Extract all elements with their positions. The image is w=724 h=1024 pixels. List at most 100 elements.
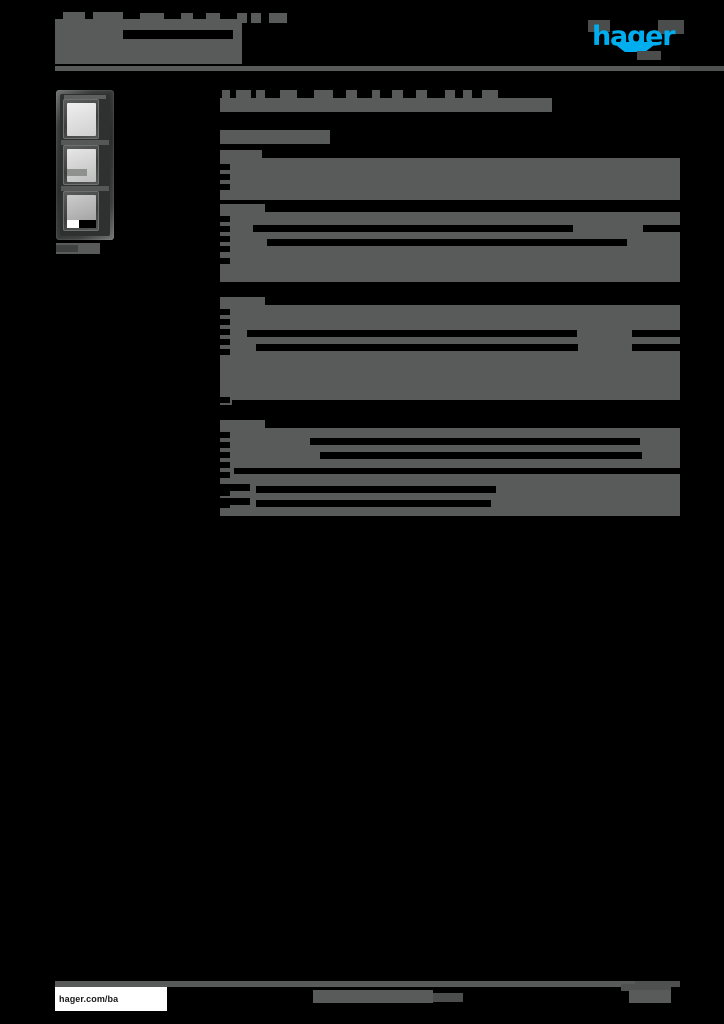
row-notch (220, 174, 230, 180)
title-word-fragment (93, 12, 123, 23)
rocker-indicator-shadow (79, 220, 96, 228)
rocker-plate (67, 149, 96, 182)
rocker-label-band (67, 169, 87, 176)
footer-url-box[interactable]: hager.com/ba (55, 987, 167, 1011)
spec-table-block (220, 212, 680, 282)
row-notch (220, 339, 230, 345)
page-footer: hager.com/ba (55, 981, 680, 1017)
block-label-tab (220, 297, 265, 306)
title-word-fragment (269, 13, 287, 23)
page-header (55, 12, 680, 72)
block-label-tab (220, 150, 262, 159)
row-value-bar (256, 500, 491, 507)
spec-table-block (220, 428, 680, 516)
title-word-fragment (237, 13, 247, 23)
block-label-tab (220, 204, 265, 213)
row-notch (220, 236, 230, 242)
row-value-bar (253, 225, 573, 232)
row-notch (220, 319, 230, 325)
heading-word-fragment (372, 90, 380, 99)
rocker-indicator-window (67, 220, 79, 228)
row-notch (220, 490, 230, 496)
heading-word-fragment (222, 90, 230, 99)
product-caption-highlight (56, 245, 78, 252)
row-divider (234, 468, 680, 474)
title-word-fragment (181, 13, 193, 23)
footer-page-label-top (621, 984, 671, 991)
spec-table-block (220, 305, 680, 405)
row-label-bar (220, 498, 250, 505)
row-notch (220, 246, 230, 252)
row-value-bar (320, 452, 642, 459)
product-image (56, 90, 114, 240)
main-content (220, 90, 680, 516)
heading-word-fragment (280, 90, 297, 99)
section-heading-text (220, 98, 552, 112)
header-divider-tail (680, 66, 724, 71)
heading-word-fragment (256, 90, 265, 99)
logo-mask-left (588, 20, 610, 32)
heading-word-fragment (445, 90, 455, 99)
row-value-bar (256, 344, 578, 351)
row-notch (220, 452, 230, 458)
heading-word-fragment (416, 90, 427, 99)
switch-gang (63, 99, 99, 139)
header-divider (55, 66, 724, 71)
logo-swoosh-icon (612, 42, 658, 52)
switch-gang (63, 191, 99, 231)
heading-word-fragment (314, 90, 333, 99)
row-notch (220, 164, 230, 170)
switch-gang (63, 145, 99, 185)
frame-separator (61, 140, 109, 145)
page-subtitle (123, 30, 233, 39)
row-notch (220, 397, 230, 403)
row-notch (220, 442, 230, 448)
rocker-plate (67, 195, 96, 228)
footer-center-text-tail (433, 993, 463, 1002)
row-notch (220, 226, 230, 232)
row-notch (220, 184, 230, 190)
row-notch (220, 216, 230, 222)
row-value-bar (310, 438, 640, 445)
frame-separator (61, 186, 109, 191)
title-word-fragment (251, 13, 261, 23)
row-value-bar (267, 239, 627, 246)
row-notch (220, 309, 230, 315)
spec-table-block (220, 158, 680, 200)
heading-word-fragment (463, 90, 472, 99)
hager-logo: hager (588, 20, 684, 60)
row-unit-bar (632, 330, 680, 337)
footer-center-text (313, 990, 433, 1003)
footer-page-label (629, 990, 671, 1003)
title-word-fragment (140, 13, 164, 23)
block-label-tab (220, 420, 265, 429)
rocker-plate (67, 103, 96, 136)
title-word-fragment (206, 13, 220, 23)
footer-url-link[interactable]: hager.com/ba (59, 994, 119, 1004)
title-word-fragment (63, 12, 85, 23)
row-unit-bar (632, 344, 680, 351)
row-notch (220, 432, 230, 438)
row-notch (220, 502, 230, 508)
header-accent-block (55, 43, 115, 64)
row-value-bar (247, 330, 577, 337)
product-caption (56, 243, 100, 254)
logo-mask-bottom (637, 51, 661, 60)
row-unit-bar (643, 225, 680, 232)
section-heading (220, 90, 552, 112)
section-subheading (220, 130, 330, 144)
heading-word-fragment (236, 90, 251, 99)
heading-word-fragment (346, 90, 357, 99)
frame-top-edge (64, 95, 106, 99)
heading-word-fragment (392, 90, 403, 99)
row-label-bar (220, 484, 250, 491)
logo-mask-right (658, 20, 684, 34)
row-value-bar (256, 486, 496, 493)
row-notch (220, 472, 230, 478)
row-notch (220, 329, 230, 335)
row-notch (220, 349, 230, 355)
row-notch (220, 258, 230, 264)
heading-word-fragment (482, 90, 498, 99)
row-notch (220, 462, 230, 468)
